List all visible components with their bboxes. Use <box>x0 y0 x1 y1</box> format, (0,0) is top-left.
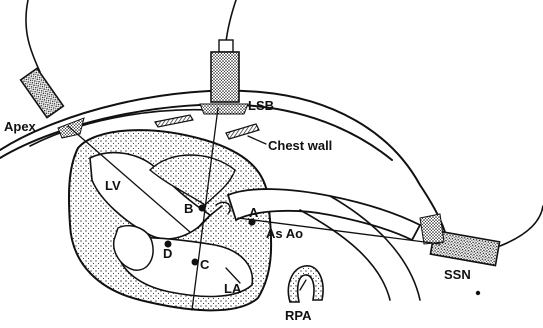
right-pulmonary-artery <box>288 266 323 302</box>
label-as-ao: As Ao <box>266 226 303 241</box>
label-la: LA <box>224 281 242 296</box>
label-d: D <box>163 246 172 261</box>
chest-wall-leader <box>248 136 266 144</box>
ssn-dot <box>476 291 480 295</box>
label-lv: LV <box>105 178 121 193</box>
label-lsb: LSB <box>248 98 274 113</box>
transducer-apex <box>21 0 84 138</box>
transducer-lsb <box>200 0 248 114</box>
label-apex: Apex <box>4 119 37 134</box>
point-c-marker <box>192 259 199 266</box>
label-chest-wall: Chest wall <box>268 138 332 153</box>
point-b-marker <box>199 205 206 212</box>
label-a: A <box>249 205 259 220</box>
transducer-ssn <box>420 206 543 266</box>
label-b: B <box>184 201 193 216</box>
rpa-leader <box>300 280 306 290</box>
label-ssn: SSN <box>444 267 471 282</box>
label-c: C <box>200 257 210 272</box>
label-rpa: RPA <box>285 308 312 323</box>
